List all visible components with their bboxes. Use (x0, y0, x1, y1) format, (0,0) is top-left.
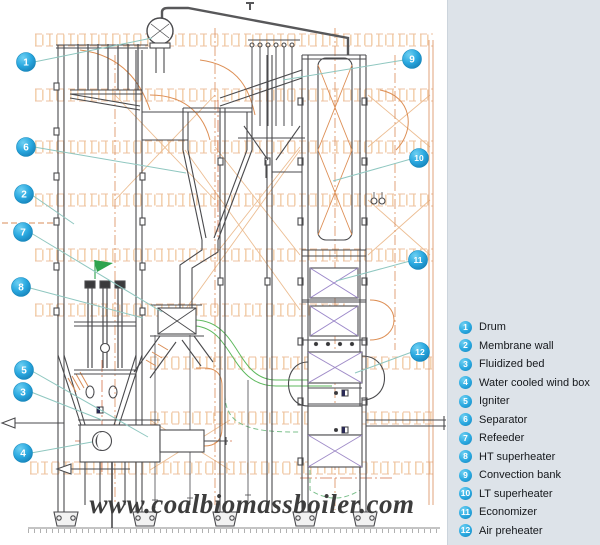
legend-panel: 1 Drum 2 Membrane wall 3 Fluidized bed 4… (447, 0, 600, 545)
ht-superheater (74, 280, 136, 375)
legend-label-air-preheater: Air preheater (479, 524, 543, 537)
legend-bullet-2: 2 (459, 339, 472, 353)
refeeder (133, 304, 214, 379)
legend-label-membrane-wall: Membrane wall (479, 339, 554, 352)
air-arrows (0, 417, 130, 475)
legend-bullet-11: 11 (459, 505, 472, 519)
furnace-membrane-wall (56, 44, 188, 141)
legend-item-wind-box: 4 Water cooled wind box (459, 374, 590, 393)
svg-text:1: 1 (23, 58, 29, 69)
callout-3: 3 (13, 382, 33, 402)
leader-lines (29, 37, 413, 454)
air-preheater (287, 351, 446, 468)
svg-text:8: 8 (18, 283, 24, 294)
callout-4: 4 (13, 443, 33, 463)
legend-bullet-4: 4 (459, 376, 472, 390)
legend-bullet-7: 7 (459, 431, 472, 445)
legend-bullet-6: 6 (459, 413, 472, 427)
callout-10: 10 (409, 148, 429, 168)
legend-item-ht-superheater: 8 HT superheater (459, 448, 590, 467)
callout-9: 9 (402, 49, 422, 69)
ground (28, 511, 440, 533)
svg-text:3: 3 (20, 388, 26, 399)
legend-label-igniter: Igniter (479, 395, 510, 408)
legend-bullet-12: 12 (459, 524, 472, 538)
legend-label-separator: Separator (479, 413, 528, 426)
svg-text:9: 9 (409, 55, 415, 66)
flag-marker (94, 260, 113, 279)
svg-text:11: 11 (414, 255, 423, 265)
convection-bank (238, 39, 305, 178)
lt-superheater (317, 57, 353, 241)
legend-label-drum: Drum (479, 321, 506, 334)
callout-2: 2 (14, 184, 34, 204)
legend-label-refeeder: Refeeder (479, 432, 525, 445)
legend-label-fluidized-bed: Fluidized bed (479, 358, 545, 371)
legend-item-air-preheater: 12 Air preheater (459, 522, 590, 541)
legend-item-drum: 1 Drum (459, 318, 590, 337)
wind-box (79, 424, 228, 528)
legend-bullet-1: 1 (459, 320, 472, 334)
legend-item-refeeder: 7 Refeeder (459, 429, 590, 448)
legend-label-ht-superheater: HT superheater (479, 450, 556, 463)
callout-5: 5 (14, 360, 34, 380)
separator-cyclone (179, 69, 303, 308)
legend-label-economizer: Economizer (479, 506, 538, 519)
callout-6: 6 (16, 137, 36, 157)
svg-text:4: 4 (20, 449, 26, 460)
svg-text:7: 7 (20, 228, 26, 239)
legend-label-wind-box: Water cooled wind box (479, 376, 590, 389)
legend-bullet-10: 10 (459, 487, 472, 501)
svg-text:2: 2 (21, 190, 27, 201)
legend-item-fluidized-bed: 3 Fluidized bed (459, 355, 590, 374)
legend-item-membrane-wall: 2 Membrane wall (459, 337, 590, 356)
boiler-drawing (0, 2, 446, 533)
legend-item-convection-bank: 9 Convection bank (459, 466, 590, 485)
boiler-diagram: 1 2 3 4 5 6 7 (0, 2, 446, 533)
legend-bullet-5: 5 (459, 394, 472, 408)
callout-1: 1 (16, 52, 36, 72)
economizer (302, 267, 366, 347)
legend-item-lt-superheater: 10 LT superheater (459, 485, 590, 504)
svg-text:6: 6 (23, 143, 29, 154)
callout-11: 11 (408, 250, 428, 270)
callout-7: 7 (13, 222, 33, 242)
legend-label-lt-superheater: LT superheater (479, 487, 553, 500)
legend-label-convection-bank: Convection bank (479, 469, 561, 482)
steam-drum (146, 2, 350, 73)
legend-bullet-3: 3 (459, 357, 472, 371)
svg-text:10: 10 (414, 153, 424, 163)
svg-text:12: 12 (415, 347, 425, 357)
legend-bullet-9: 9 (459, 468, 472, 482)
fluidized-bed (57, 354, 160, 429)
legend-item-igniter: 5 Igniter (459, 392, 590, 411)
callout-8: 8 (11, 277, 31, 297)
legend-list: 1 Drum 2 Membrane wall 3 Fluidized bed 4… (459, 318, 590, 540)
svg-text:5: 5 (21, 366, 27, 377)
legend-item-economizer: 11 Economizer (459, 503, 590, 522)
callout-12: 12 (410, 342, 430, 362)
legend-item-separator: 6 Separator (459, 411, 590, 430)
scaffolding (2, 28, 434, 510)
legend-bullet-8: 8 (459, 450, 472, 464)
